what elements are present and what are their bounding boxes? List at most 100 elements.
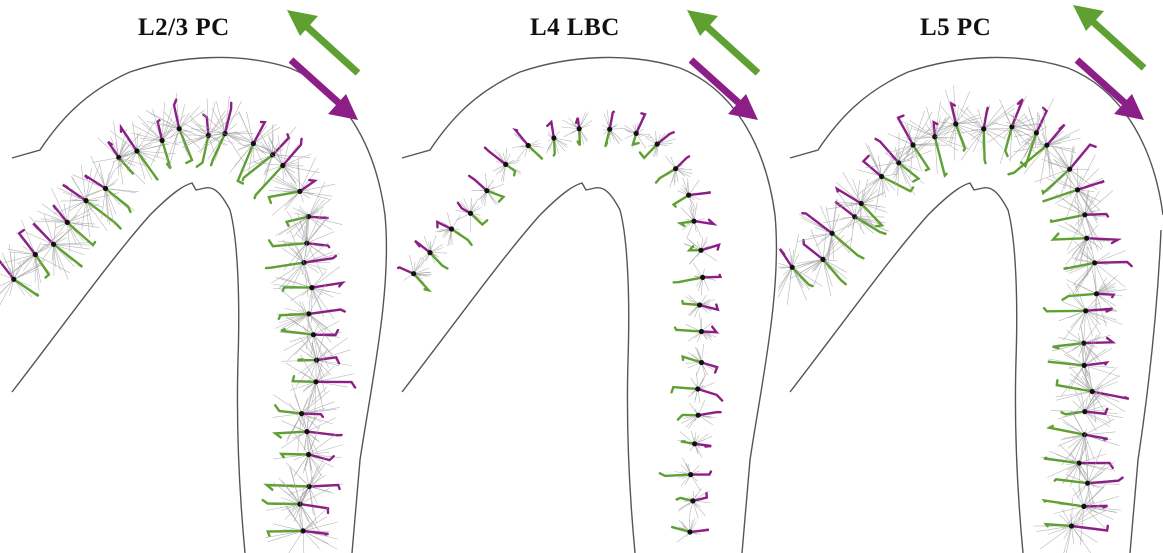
- green-axon: [67, 222, 95, 245]
- soma-dot: [299, 411, 304, 416]
- gray-branch: [247, 112, 254, 143]
- gray-branch: [1085, 215, 1103, 248]
- green-axon: [298, 359, 317, 360]
- magenta-axon: [515, 130, 528, 146]
- gray-branch: [1000, 99, 1012, 126]
- soma-dot: [270, 152, 275, 157]
- gray-branch: [1079, 454, 1106, 463]
- soma-dot: [1090, 389, 1095, 394]
- soma-dot: [306, 452, 311, 457]
- soma-dot: [526, 143, 531, 148]
- soma-dot: [699, 329, 704, 334]
- soma-dot: [484, 188, 489, 193]
- tissue-outline: [790, 57, 1163, 215]
- green-axon: [956, 124, 965, 151]
- gray-branch: [865, 163, 898, 168]
- green-axon: [430, 253, 447, 269]
- soma-dot: [1076, 461, 1081, 466]
- magenta-axon: [698, 389, 722, 401]
- soma-dot: [1092, 260, 1097, 265]
- soma-dot: [51, 242, 56, 247]
- green-axon: [605, 129, 609, 147]
- green-axon: [554, 138, 555, 156]
- magenta-axon: [984, 108, 988, 129]
- magenta-axon: [703, 275, 721, 278]
- soma-dot: [1082, 212, 1087, 217]
- gray-branch: [305, 468, 309, 486]
- gray-branch: [281, 289, 309, 314]
- gray-branch: [17, 254, 35, 263]
- green-axon: [823, 259, 846, 284]
- soma-dot: [692, 441, 697, 446]
- gray-branch: [1072, 498, 1073, 526]
- soma-dot: [699, 360, 704, 365]
- gray-branch: [190, 116, 209, 136]
- gray-branch: [219, 132, 253, 143]
- magenta-axon: [698, 412, 720, 415]
- soma-dot: [134, 148, 139, 153]
- gray-branch: [882, 156, 894, 177]
- arrow-magenta: [691, 60, 740, 104]
- soma-dot: [1082, 409, 1087, 414]
- gray-branch: [579, 112, 585, 129]
- green-axon: [137, 151, 158, 180]
- green-axon: [487, 191, 504, 202]
- soma-dot: [820, 257, 825, 262]
- soma-dot: [309, 285, 314, 290]
- gray-branch: [701, 250, 717, 261]
- soma-dot: [297, 502, 302, 507]
- gray-branch: [146, 110, 180, 128]
- soma-dot: [1044, 143, 1049, 148]
- magenta-axon: [312, 283, 343, 288]
- soma-dot: [686, 193, 691, 198]
- gray-branch: [314, 321, 340, 335]
- soma-dot: [1084, 236, 1089, 241]
- gray-branch: [137, 121, 155, 151]
- gray-branch: [1068, 215, 1085, 250]
- gray-branch: [1079, 285, 1097, 294]
- green-axon: [452, 229, 472, 245]
- soma-dot: [103, 186, 108, 191]
- soma-dot: [33, 252, 38, 257]
- gray-branch: [700, 313, 702, 331]
- gray-branch: [1054, 506, 1084, 513]
- gray-branch: [792, 234, 799, 268]
- soma-dot: [981, 126, 986, 131]
- neuron-group: [398, 110, 722, 543]
- gray-branch: [1084, 323, 1099, 344]
- gray-branch: [303, 531, 304, 553]
- soma-dot: [690, 498, 695, 503]
- gray-branch: [1085, 191, 1113, 215]
- panel-l5-pc: L5 PC: [778, 0, 1163, 553]
- soma-dot: [1067, 167, 1072, 172]
- gray-branch: [0, 279, 14, 307]
- gray-branch: [410, 255, 414, 274]
- gray-branch: [92, 158, 118, 163]
- magenta-axon: [690, 530, 708, 532]
- gray-branch: [284, 335, 314, 351]
- soma-dot: [503, 162, 508, 167]
- gray-branch: [1, 254, 35, 263]
- soma-dot: [932, 134, 937, 139]
- arrow-green: [1091, 20, 1144, 68]
- gray-branch: [693, 501, 698, 519]
- soma-dot: [65, 220, 70, 225]
- soma-dot: [1082, 363, 1087, 368]
- gray-branch: [1070, 169, 1084, 180]
- soma-dot: [1034, 130, 1039, 135]
- gray-branch: [182, 136, 208, 148]
- gray-branch: [26, 232, 54, 244]
- gray-branch: [960, 109, 984, 129]
- gray-branch: [191, 120, 208, 135]
- magenta-axon: [1087, 238, 1118, 243]
- gray-branch: [229, 143, 253, 173]
- soma-dot: [297, 189, 302, 194]
- soma-dot: [11, 277, 16, 282]
- gray-branch: [1036, 526, 1071, 532]
- panel-drawing: [390, 0, 778, 553]
- green-axon: [14, 279, 39, 296]
- magenta-axon: [1088, 478, 1123, 484]
- soma-dot: [697, 302, 702, 307]
- magenta-axon: [309, 485, 340, 489]
- soma-dot: [314, 358, 319, 363]
